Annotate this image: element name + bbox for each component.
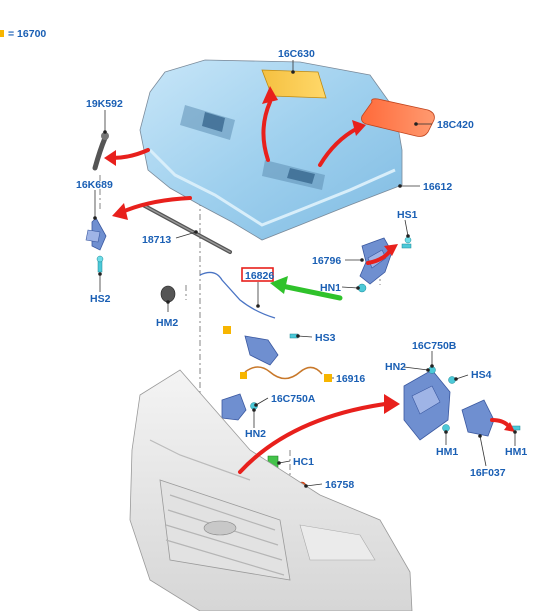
- callout-hn2-right: HN2: [385, 361, 406, 373]
- red-arrows: [104, 86, 515, 474]
- callout-hm2: HM2: [156, 317, 178, 329]
- screw-hs2: [96, 255, 104, 273]
- legend: = 16700: [0, 28, 46, 40]
- callout-16826: 16826: [245, 270, 274, 282]
- callout-hs3: HS3: [315, 332, 336, 344]
- callout-hs2: HS2: [90, 293, 111, 305]
- callout-hn1: HN1: [320, 282, 341, 294]
- fastener-16700-b: [324, 374, 332, 382]
- hood-release-cable: [199, 271, 276, 319]
- bumper-stop-hm2: [160, 285, 176, 303]
- hood-insulator-pad: [261, 69, 327, 99]
- bracket-16f037: [461, 399, 495, 437]
- fastener-16700-c: [240, 372, 247, 379]
- bracket-16c750b: [403, 369, 451, 441]
- callout-hm1-left: HM1: [436, 446, 458, 458]
- washer-hose-connector: [101, 132, 109, 140]
- callout-16796: 16796: [312, 255, 341, 267]
- legend-swatch: [0, 30, 4, 37]
- cable-16916: [244, 366, 323, 380]
- callout-16f037: 16F037: [470, 467, 506, 479]
- hood-panel: [139, 59, 403, 241]
- washer-hose: [92, 135, 108, 171]
- callout-hs4: HS4: [471, 369, 492, 381]
- callout-16c630: 16C630: [278, 48, 315, 60]
- callout-hc1: HC1: [293, 456, 314, 468]
- callout-16c750b: 16C750B: [412, 340, 457, 352]
- highlight-box-16826: [241, 267, 274, 282]
- callout-16612: 16612: [423, 181, 452, 193]
- green-arrow: [270, 276, 343, 301]
- leader-lines: [94, 60, 516, 487]
- callout-labels: 16C630 19K592 18C420 16K689 16612 HS1 18…: [76, 48, 527, 491]
- fastener-16700-a: [223, 326, 231, 334]
- latch-release-bracket: [223, 326, 299, 366]
- callout-16916: 16916: [336, 373, 365, 385]
- hood-prop-bracket: [85, 217, 107, 251]
- screw-hs1: [401, 236, 412, 249]
- screw-hs4: [448, 376, 456, 384]
- front-grille-bumper: [129, 369, 413, 611]
- callout-16c750a: 16C750A: [271, 393, 316, 405]
- callout-hm1-right: HM1: [505, 446, 527, 458]
- bracket-16c750a: [221, 393, 247, 421]
- callout-18c420: 18C420: [437, 119, 474, 131]
- callout-hn2-left: HN2: [245, 428, 266, 440]
- callout-16k689: 16K689: [76, 179, 113, 191]
- callout-18713: 18713: [142, 234, 171, 246]
- legend-text: = 16700: [8, 28, 46, 40]
- callout-hs1: HS1: [397, 209, 418, 221]
- callout-19k592: 19K592: [86, 98, 123, 110]
- leader-dots: [93, 70, 517, 488]
- duct-pad: [361, 98, 435, 137]
- callout-16758: 16758: [325, 479, 354, 491]
